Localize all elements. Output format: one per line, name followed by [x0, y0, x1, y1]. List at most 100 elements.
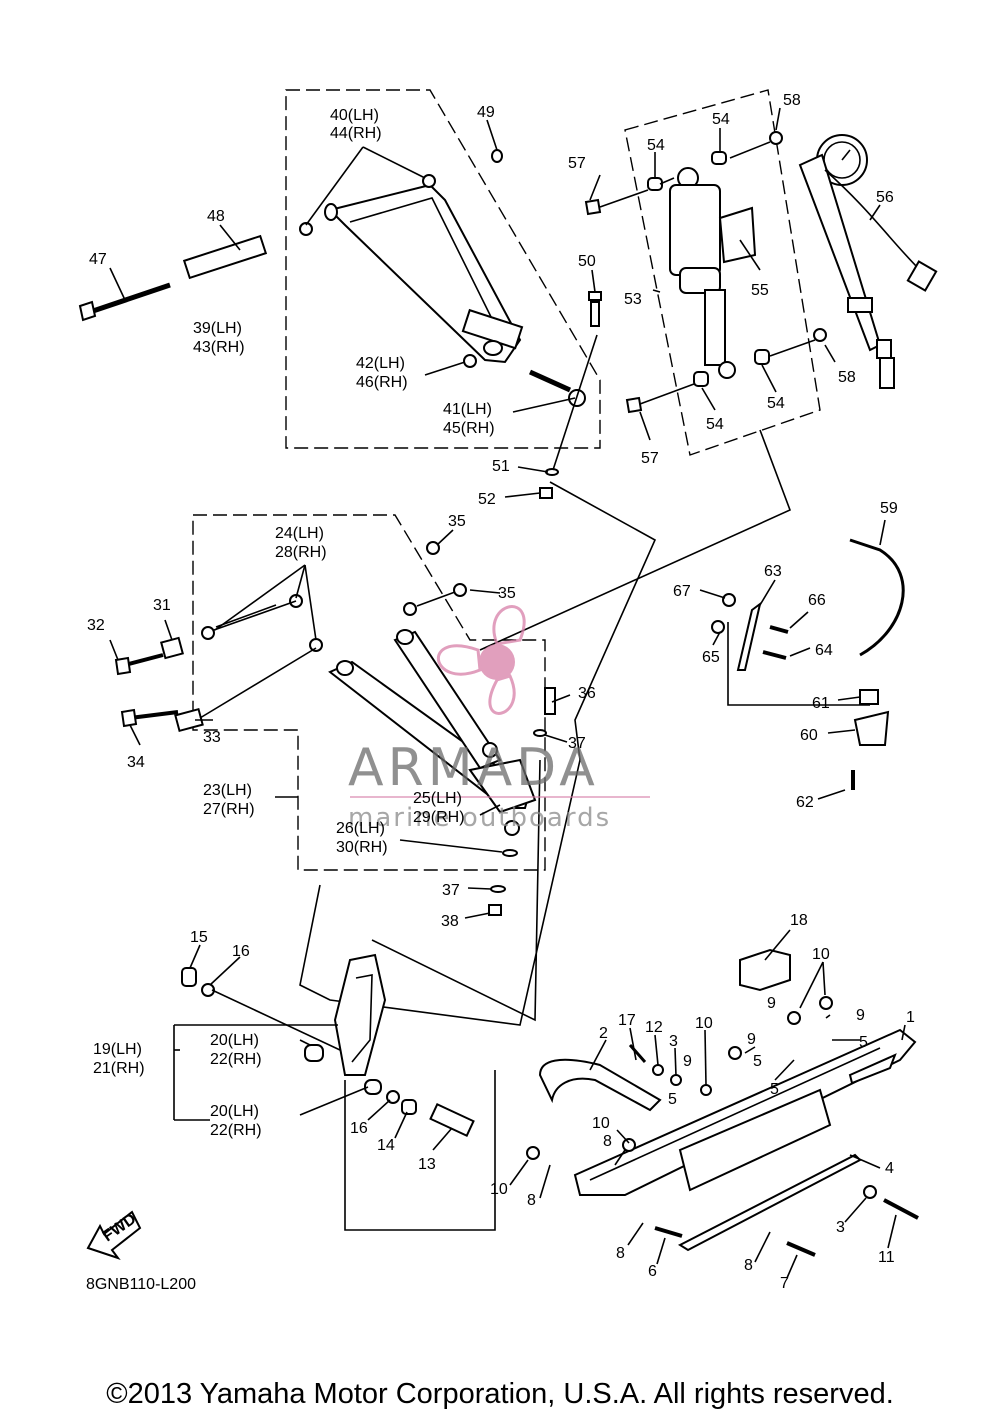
- callout-label: 59: [880, 500, 898, 517]
- callout-label: 13: [418, 1156, 436, 1173]
- lower-arm-group-box: [192, 514, 546, 871]
- callout-label: 54: [767, 395, 785, 412]
- callout-label: 10: [592, 1115, 610, 1132]
- callout-label: 8: [744, 1257, 753, 1274]
- callout-label: 33: [203, 729, 221, 746]
- callout-label: 11: [878, 1249, 895, 1266]
- watermark-brand: ARMADA: [348, 738, 599, 798]
- collar-48: [182, 234, 268, 280]
- callout-label: 28(RH): [275, 544, 327, 561]
- callout-label: 54: [647, 137, 665, 154]
- callout-label: 21(RH): [93, 1060, 145, 1077]
- ball-joint-41: [528, 369, 586, 407]
- watermark-logo: ARMADA marine outboards: [348, 605, 650, 833]
- callout-label: 27(RH): [203, 801, 255, 818]
- callout-label: 60: [800, 727, 818, 744]
- callout-label: 24(LH): [275, 525, 324, 542]
- spindle-outline: [299, 481, 657, 1026]
- callout-label: 54: [712, 111, 730, 128]
- callouts: 40(LH) 44(RH) 49 48 47 39(LH) 43(RH) 42(…: [87, 92, 915, 1292]
- callout-label: 55: [751, 282, 769, 299]
- watermark-tagline: marine outboards: [348, 803, 611, 833]
- lower-arm-lines: [199, 591, 456, 719]
- callout-label: 37: [568, 735, 586, 752]
- callout-label: 2: [599, 1025, 608, 1042]
- callout-label: 35: [448, 513, 466, 530]
- callout-label: 6: [648, 1263, 657, 1280]
- callout-label: 9: [747, 1031, 756, 1048]
- callout-label: 9: [856, 1007, 865, 1024]
- callout-label: 8: [616, 1245, 625, 1262]
- shock-absorber: [669, 167, 736, 379]
- callout-label: 17: [618, 1012, 636, 1029]
- callout-label: 66: [808, 592, 826, 609]
- callout-label: 35: [498, 585, 516, 602]
- shock-lines: [599, 141, 816, 405]
- callout-label: 9: [767, 995, 776, 1012]
- stabilizer-link: [711, 538, 905, 790]
- callout-label: 1: [906, 1009, 915, 1026]
- callout-label: 52: [478, 491, 496, 508]
- callout-label: 48: [207, 208, 225, 225]
- lower-arm-bushings: [201, 541, 467, 652]
- callout-label: 40(LH): [330, 107, 379, 124]
- nut-42: [463, 354, 477, 368]
- callout-label: 43(RH): [193, 339, 245, 356]
- callout-label: 8: [603, 1133, 612, 1150]
- callout-label: 39(LH): [193, 320, 242, 337]
- ski-frame-outline: [344, 1070, 496, 1231]
- callout-label: 5: [668, 1091, 677, 1108]
- callout-label: 23(LH): [203, 782, 252, 799]
- callout-label: 44(RH): [330, 125, 382, 142]
- callout-label: 54: [706, 416, 724, 433]
- pivot-bolt-47: [78, 282, 171, 322]
- callout-label: 34: [127, 754, 145, 771]
- callout-label: 19(LH): [93, 1041, 142, 1058]
- callout-label: 26(LH): [336, 820, 385, 837]
- callout-label: 67: [673, 583, 691, 600]
- callout-label: 16: [232, 943, 250, 960]
- callout-label: 57: [641, 450, 659, 467]
- callout-label: 61: [812, 695, 830, 712]
- ball-joint-hardware: [488, 468, 559, 916]
- gauge-tool-56: [798, 134, 938, 389]
- callout-label: 22(RH): [210, 1122, 262, 1139]
- knuckle-to-ski-outline: [371, 759, 541, 1022]
- callout-label: 20(LH): [210, 1032, 259, 1049]
- callout-label: 29(RH): [413, 809, 465, 826]
- callout-label: 9: [683, 1053, 692, 1070]
- copyright-notice: ©2013 Yamaha Motor Corporation, U.S.A. A…: [106, 1378, 894, 1410]
- callout-label: 38: [441, 913, 459, 930]
- callout-label: 42(LH): [356, 355, 405, 372]
- upper-arm-group-box: [285, 89, 601, 449]
- callout-label: 5: [770, 1081, 779, 1098]
- callout-label: 58: [783, 92, 801, 109]
- callout-label: 10: [695, 1015, 713, 1032]
- callout-label: 3: [836, 1219, 845, 1236]
- leader-lines: [109, 107, 906, 1279]
- callout-label: 31: [153, 597, 171, 614]
- lower-arm-bolts: [114, 636, 204, 733]
- callout-label: 57: [568, 155, 586, 172]
- upper-a-arm: [324, 183, 524, 364]
- callout-label: 8: [527, 1192, 536, 1209]
- callout-label: 3: [669, 1033, 678, 1050]
- callout-label: 45(RH): [443, 420, 495, 437]
- callout-label: 14: [377, 1137, 395, 1154]
- callout-label: 10: [812, 946, 830, 963]
- callout-label: 46(RH): [356, 374, 408, 391]
- callout-label: 25(LH): [413, 790, 462, 807]
- ski: [538, 948, 917, 1252]
- callout-label: 41(LH): [443, 401, 492, 418]
- spindle-lines: [173, 989, 341, 1121]
- callout-label: 4: [885, 1160, 894, 1177]
- callout-label: 10: [490, 1181, 508, 1198]
- callout-label: 30(RH): [336, 839, 388, 856]
- callout-label: 37: [442, 882, 460, 899]
- upper-arm-bushings: [299, 149, 503, 236]
- lower-a-arm: [328, 629, 537, 814]
- diagram-code: 8GNB110-L200: [86, 1276, 196, 1293]
- ski-spindle: [181, 953, 475, 1138]
- callout-label: 16: [350, 1120, 368, 1137]
